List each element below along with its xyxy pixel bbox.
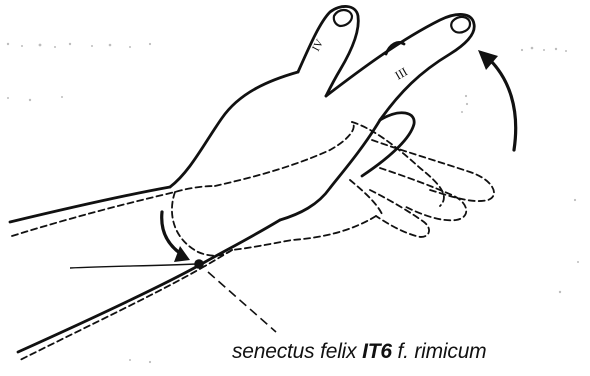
acupoint-marker bbox=[70, 259, 276, 332]
dashed-hand-top bbox=[215, 122, 354, 186]
caption-text-2: f. rimicum bbox=[397, 340, 486, 363]
dashed-thumb bbox=[350, 180, 382, 214]
caption-text-1: senectus felix bbox=[232, 340, 356, 363]
forearm-upper-edge bbox=[10, 187, 170, 222]
palm-underside bbox=[280, 120, 380, 220]
under-wrist-stroke bbox=[70, 264, 196, 268]
middle-finger-nail bbox=[334, 10, 352, 26]
dashed-forearm-lower bbox=[20, 266, 205, 360]
hand-extended bbox=[10, 6, 474, 352]
arrow-heads bbox=[174, 50, 498, 262]
middle-finger bbox=[298, 6, 358, 96]
dashed-finger-3 bbox=[380, 168, 466, 220]
acupoint-dot bbox=[194, 259, 204, 269]
dashed-hand-outline bbox=[172, 192, 232, 256]
dashed-forearm-upper bbox=[12, 186, 215, 236]
leader-line bbox=[208, 272, 276, 332]
hand-flexed-dashed bbox=[12, 122, 494, 360]
mark-index-finger: III bbox=[393, 64, 410, 82]
knuckle-bump bbox=[386, 42, 404, 54]
upward-rotation-arrow bbox=[486, 56, 516, 150]
thumb bbox=[362, 113, 414, 176]
forearm-lower-edge bbox=[18, 220, 280, 352]
dashed-palm-under bbox=[232, 216, 376, 250]
index-finger-nail bbox=[451, 17, 470, 33]
caption-point-code: IT6 bbox=[362, 340, 392, 363]
acupoint-caption: senectus felix IT6 f. rimicum bbox=[232, 340, 486, 364]
